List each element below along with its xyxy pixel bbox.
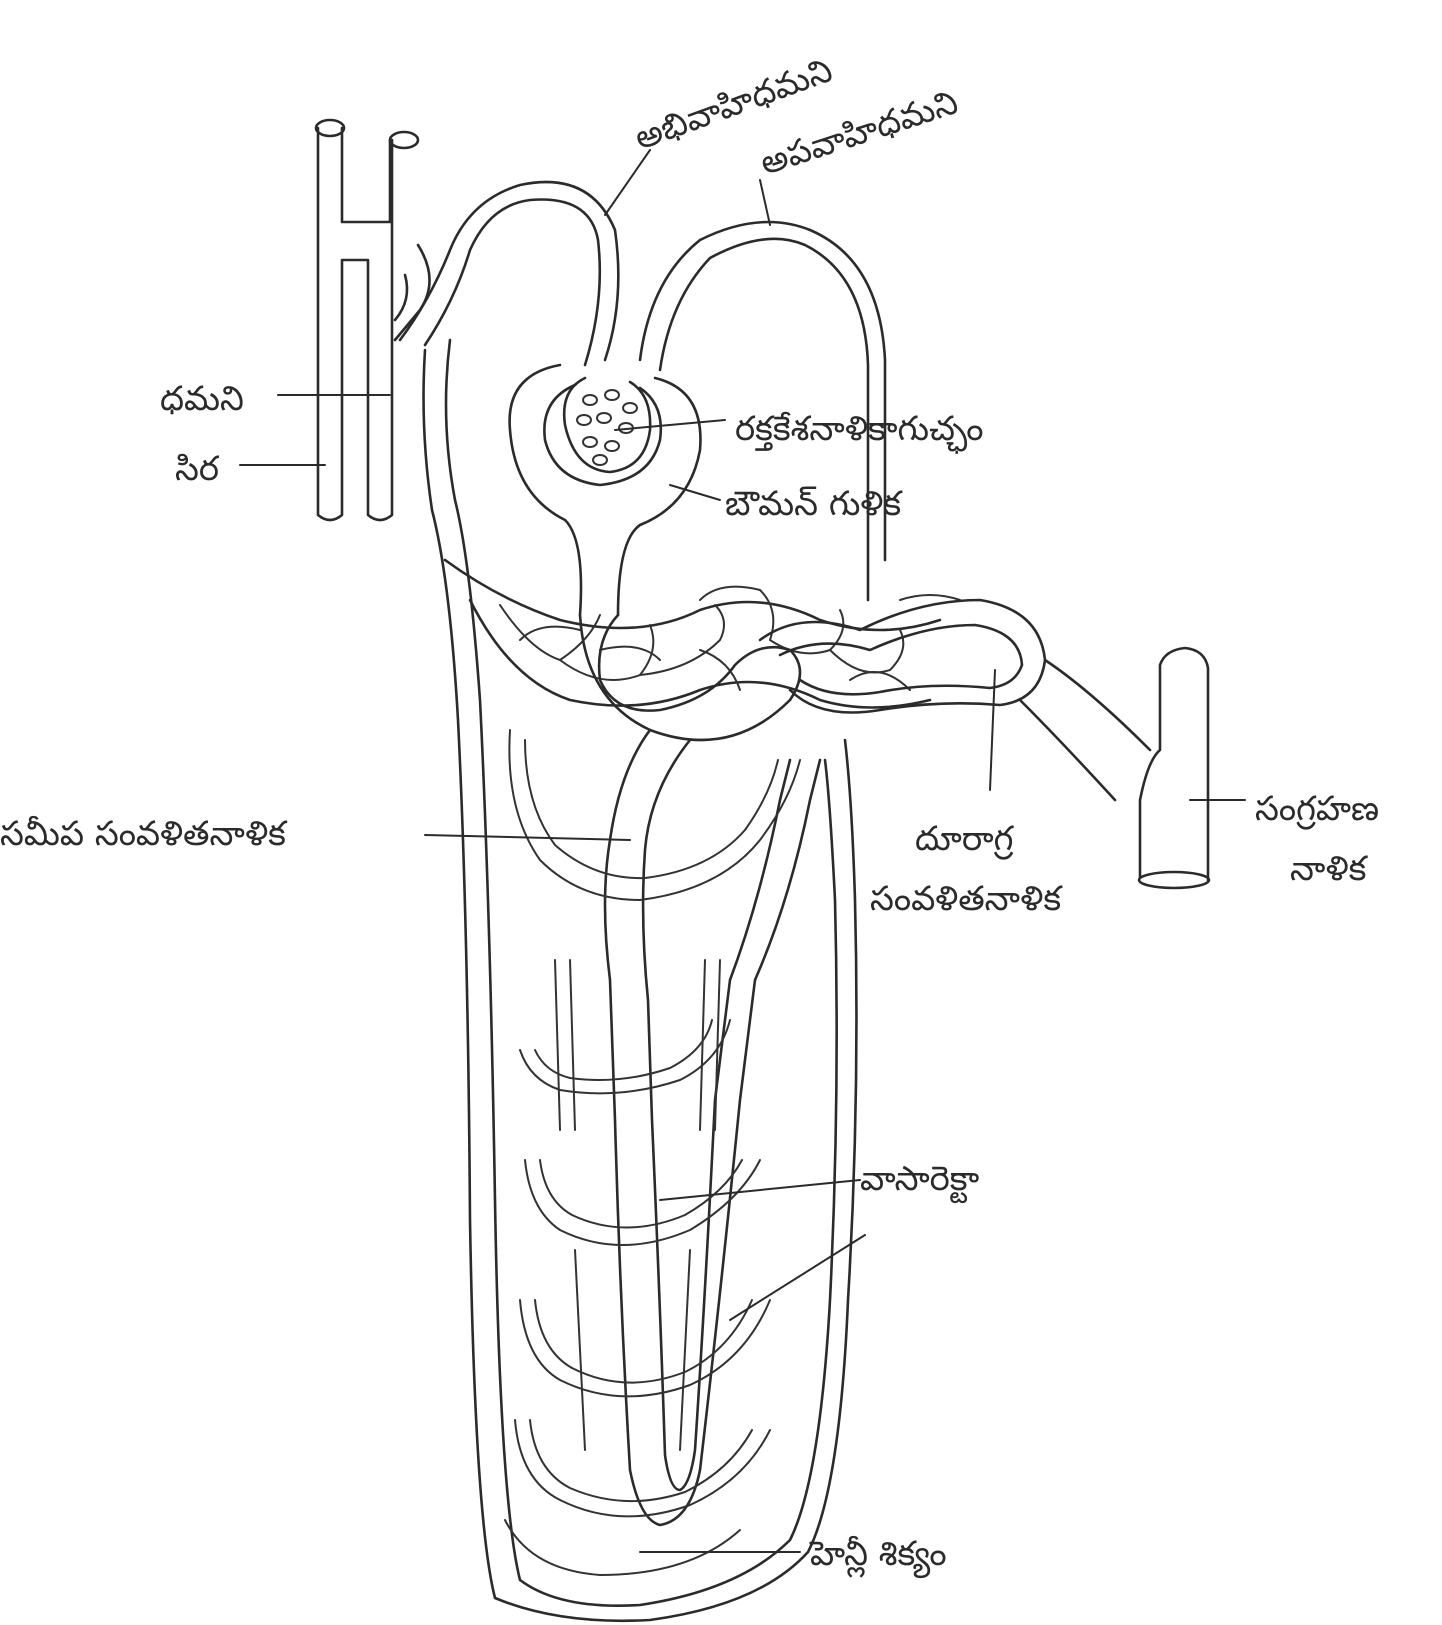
vasa-recta (424, 340, 857, 1621)
label-bowmans-capsule: బౌమన్ గుళిక (725, 484, 903, 524)
leader-afferent (605, 150, 650, 215)
label-glomerulus: రక్తకేశనాళికాగుచ్ఛం (735, 409, 984, 454)
afferent-arteriole (400, 182, 618, 365)
leader-vasa-recta-1 (660, 1180, 860, 1200)
label-pct: సమీప సంవళితనాళిక (0, 814, 288, 854)
diagram-labels: అభివాహిధమని అపవాహిధమని ధమని సిర రక్తకేశన… (0, 50, 1379, 1579)
label-collecting-duct-2: నాళిక (1290, 849, 1369, 889)
glomerulus (564, 378, 650, 472)
vein-vessel (316, 120, 418, 520)
leader-vasa-recta-2 (730, 1235, 865, 1320)
label-dct-2: సంవళితనాళిక (870, 879, 1063, 919)
label-vasa-recta: వాసారెక్టా (860, 1159, 979, 1204)
leader-efferent (760, 180, 770, 225)
collecting-duct (1139, 648, 1209, 888)
label-collecting-duct-1: సంగ్రహణ (1255, 789, 1379, 830)
peritubular-capillaries (445, 560, 960, 708)
loop-of-henle (605, 730, 820, 1525)
label-artery: ధమని (160, 379, 244, 419)
label-dct-1: దూరాగ్ర (915, 819, 1015, 860)
label-loop-of-henle: హెన్లీ శిక్యం (809, 1534, 947, 1579)
bowmans-capsule (510, 365, 701, 615)
label-vein: సిర (175, 449, 220, 489)
artery-branch (395, 245, 430, 340)
distal-convoluted-tubule (760, 600, 1045, 713)
